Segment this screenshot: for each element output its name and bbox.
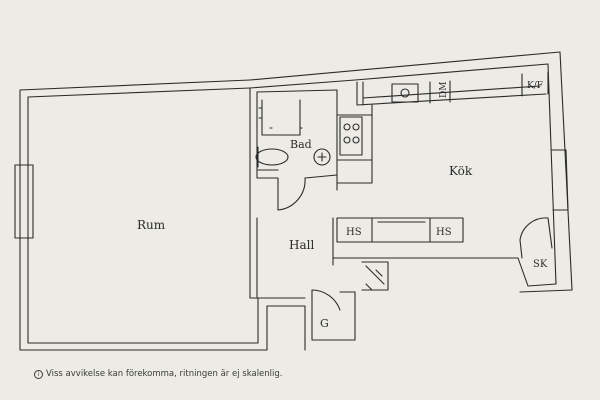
label-hs-left: HS: [346, 227, 362, 238]
rum-walls: [249, 87, 259, 344]
hall-walls: [257, 217, 553, 351]
info-icon: i: [34, 369, 43, 379]
kitchen-counters: [336, 71, 549, 184]
disclaimer-text: Viss avvikelse kan förekomma, ritningen …: [46, 369, 283, 379]
outer-walls: [14, 51, 573, 351]
room-label-hall: Hall: [289, 238, 314, 252]
room-label-rum: Rum: [137, 218, 166, 232]
label-kyl-frys: K/F: [527, 81, 543, 91]
room-label-bad: Bad: [290, 138, 312, 151]
disclaimer: i Viss avvikelse kan förekomma, ritninge…: [34, 369, 283, 379]
label-hs-right: HS: [436, 227, 452, 238]
room-label-kok: Kök: [449, 164, 473, 178]
room-label-skap: SK: [533, 259, 548, 270]
bad-walls: [255, 89, 338, 211]
room-label-garderob: G: [320, 317, 329, 330]
label-diskmaskin: DM: [439, 82, 449, 98]
